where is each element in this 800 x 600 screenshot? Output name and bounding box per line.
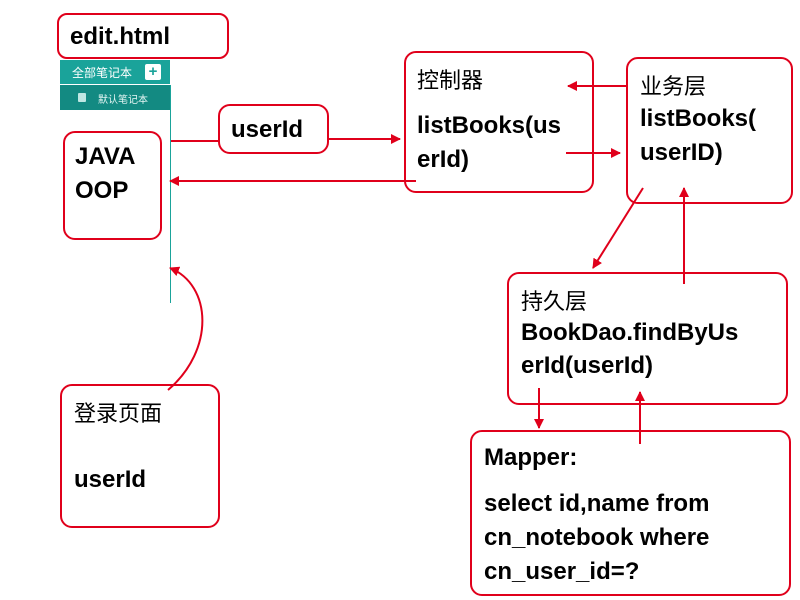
userid-label: userId (218, 104, 329, 154)
controller-line-1: listBooks(us (417, 112, 562, 139)
notebook-list-header[interactable]: 全部笔记本 + (60, 60, 170, 84)
login-title: 登录页面 (74, 402, 163, 427)
result-box: JAVA OOP (63, 131, 162, 240)
notebook-item[interactable]: 默认笔记本 (60, 85, 170, 110)
persistence-line-1: BookDao.findByUs (521, 319, 739, 346)
service-box: 业务层 listBooks( userID) (626, 57, 793, 204)
persistence-line-2: erId(userId) (521, 352, 654, 379)
sidebar-divider (170, 85, 171, 303)
persistence-box: 持久层 BookDao.findByUs erId(userId) (507, 272, 788, 405)
service-line-1: listBooks( (640, 105, 757, 132)
controller-box: 控制器 listBooks(us erId) (404, 51, 594, 193)
mapper-line-3: cn_user_id=? (484, 558, 640, 585)
result-line-2: OOP (75, 177, 129, 204)
arrow-login-to-sidebar (167, 266, 204, 391)
persistence-title: 持久层 (521, 290, 588, 315)
edit-html-text: edit.html (70, 23, 170, 50)
add-notebook-icon[interactable]: + (145, 64, 161, 80)
edit-html-label: edit.html (57, 13, 229, 59)
book-icon (78, 93, 86, 102)
controller-title: 控制器 (417, 69, 484, 94)
login-page-box: 登录页面 userId (60, 384, 220, 528)
controller-line-2: erId) (417, 146, 470, 173)
service-line-2: userID) (640, 139, 723, 166)
mapper-line-1: select id,name from (484, 490, 710, 517)
login-value: userId (74, 466, 147, 493)
service-title: 业务层 (640, 75, 707, 100)
notebook-item-label: 默认笔记本 (98, 95, 148, 106)
mapper-box: Mapper: select id,name from cn_notebook … (470, 430, 791, 596)
notebook-list-header-label: 全部笔记本 (72, 66, 133, 80)
userid-label-text: userId (231, 116, 304, 143)
result-line-1: JAVA (75, 143, 136, 170)
mapper-title: Mapper: (484, 444, 578, 471)
mapper-line-2: cn_notebook where (484, 524, 710, 551)
